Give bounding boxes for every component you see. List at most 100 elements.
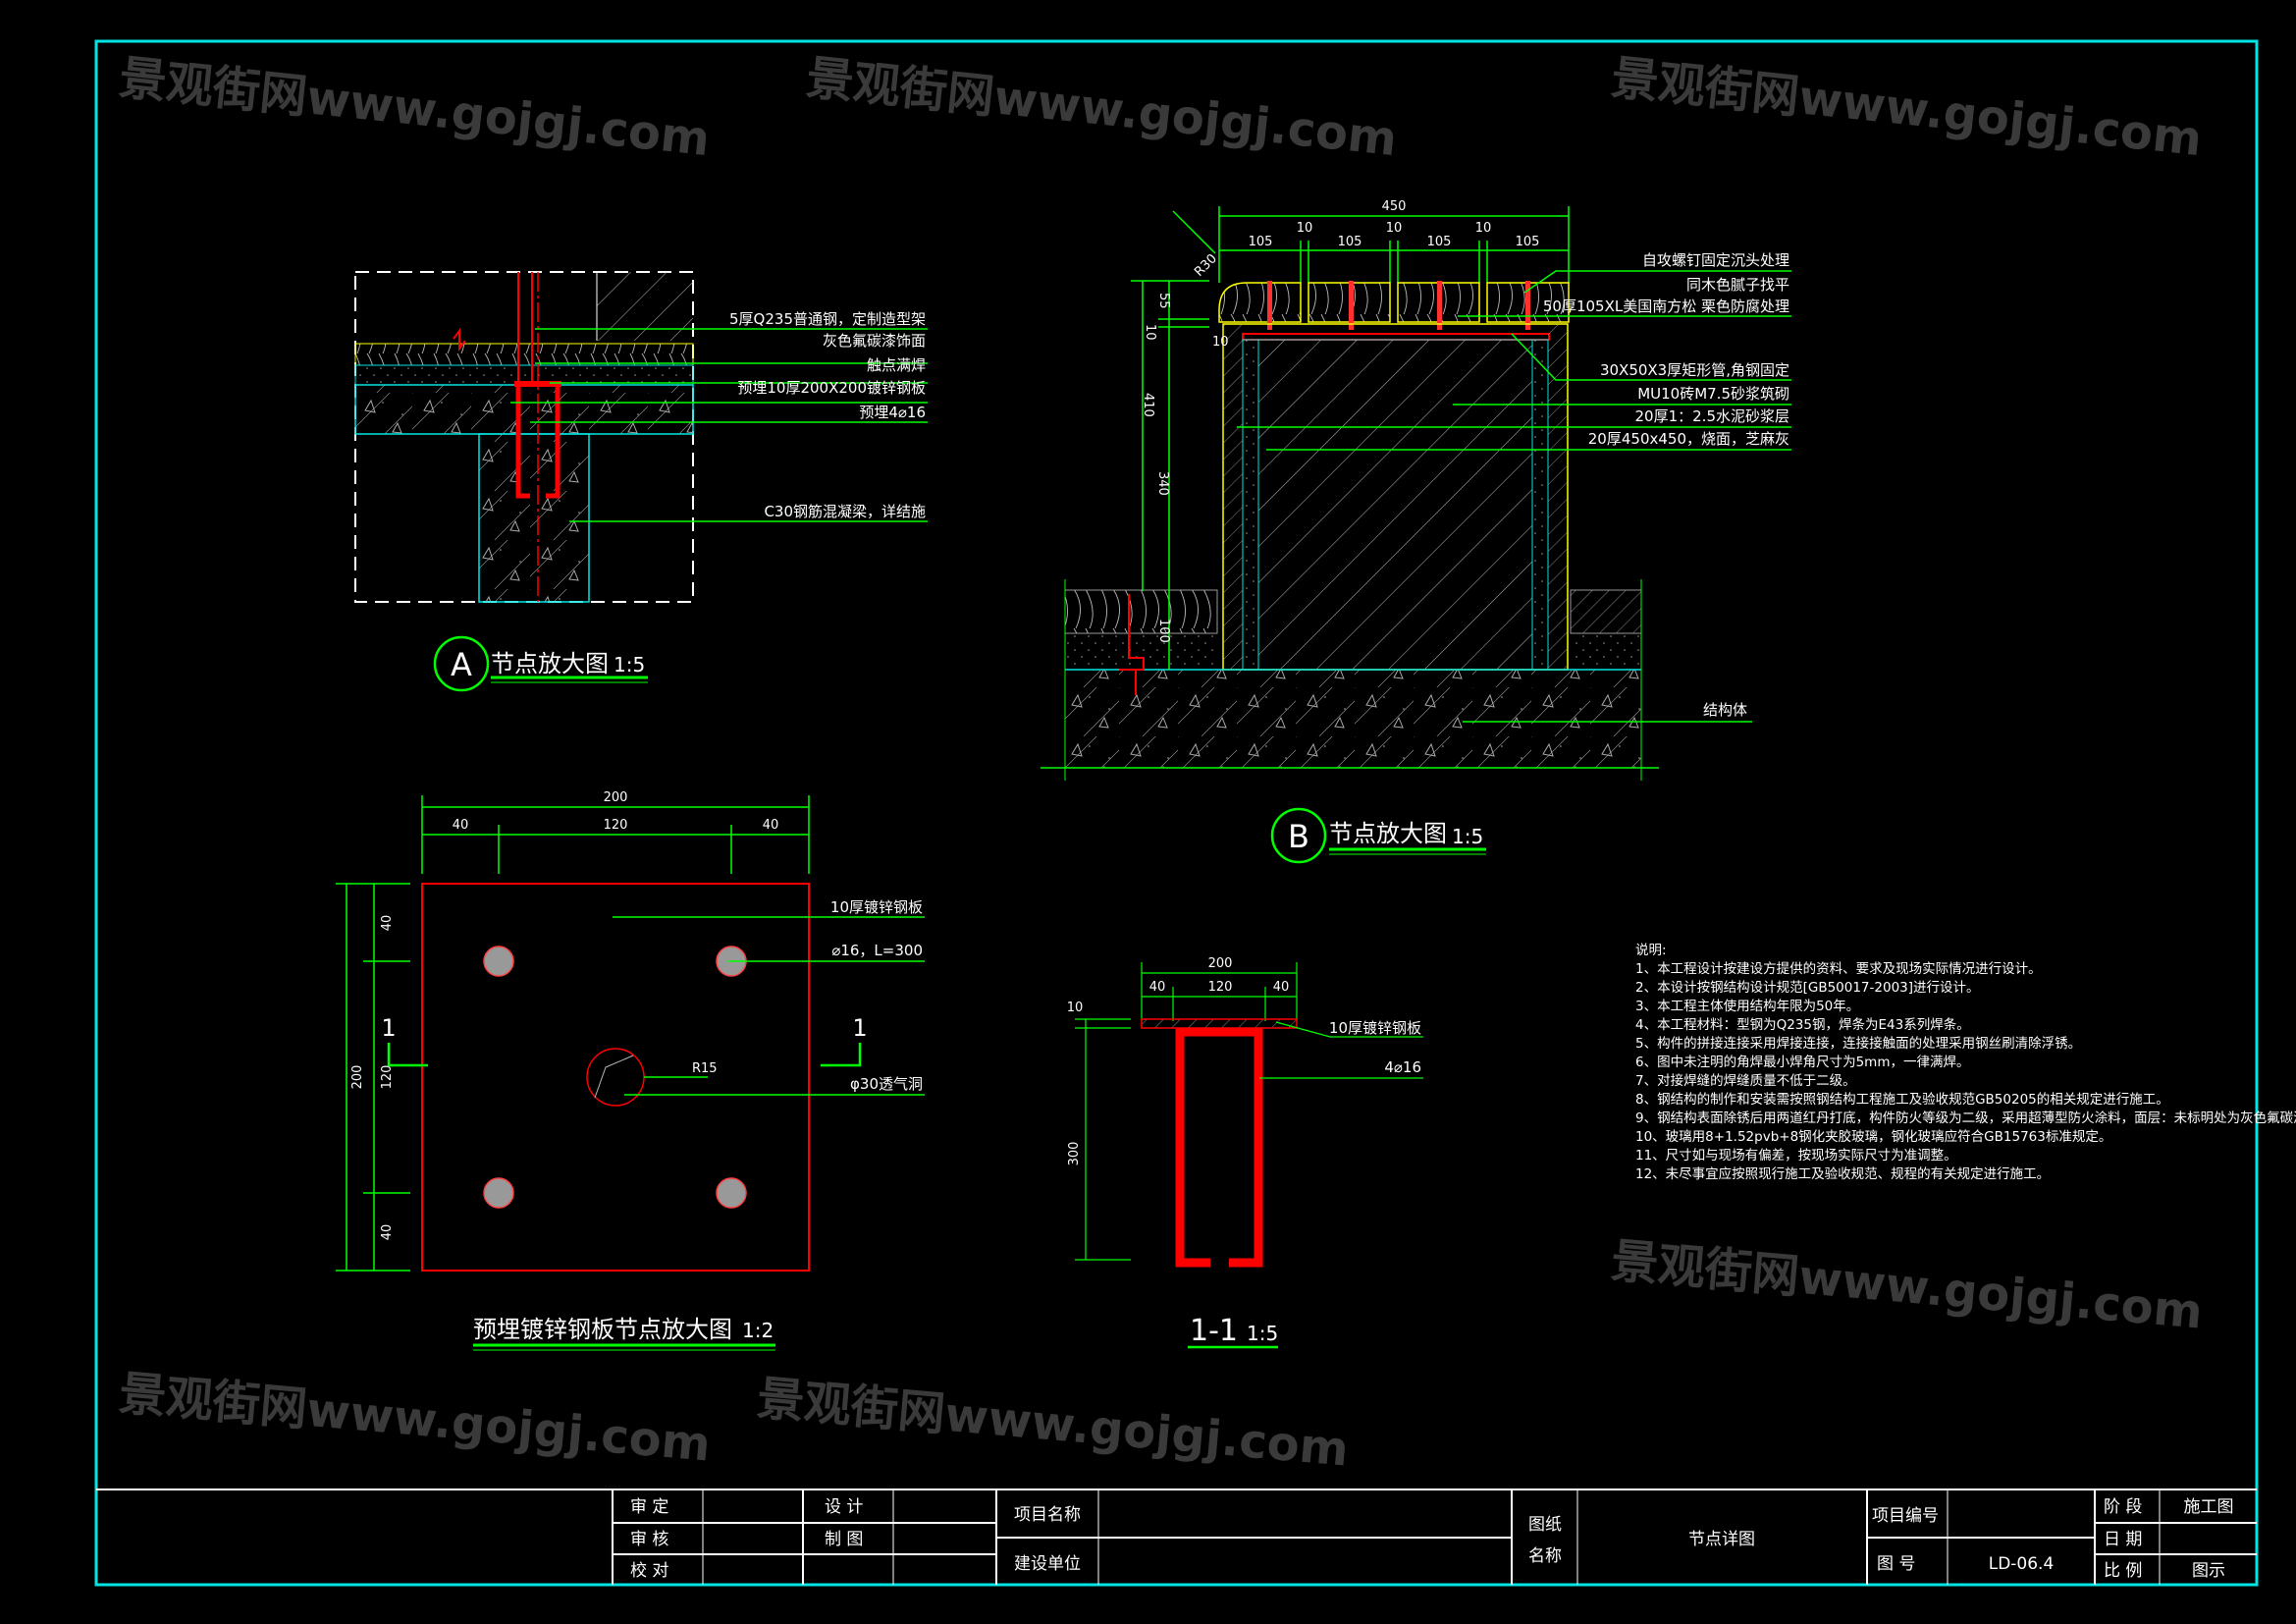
label-section-plate: 10厚镀锌钢板 (1329, 1019, 1421, 1037)
dim-section-height: 300 (1067, 1142, 1082, 1166)
dim-board: 105 (1516, 235, 1540, 249)
watermark-text: 景观街网www.gojgj.com (117, 1366, 713, 1472)
label-brick: MU10砖M7.5砂浆筑砌 (1637, 385, 1789, 403)
section-mark-left: 1 (381, 1014, 396, 1042)
note-item: 7、对接焊缝的焊缝质量不低于二级。 (1635, 1072, 1856, 1089)
note-item: 1、本工程设计按建设方提供的资料、要求及现场实际情况进行设计。 (1635, 961, 2042, 977)
detail-a-marker: A (451, 646, 472, 683)
section-scale: 1:5 (1247, 1322, 1278, 1345)
tb-date-label: 日 期 (2104, 1530, 2142, 1549)
design-notes: 说明: 1、本工程设计按建设方提供的资料、要求及现场实际情况进行设计。 2、本设… (1635, 943, 2296, 1182)
dim-total-width: 450 (1382, 199, 1407, 214)
tb-drawing-name: 节点详图 (1688, 1530, 1755, 1549)
tb-stage-label: 阶 段 (2104, 1497, 2142, 1517)
tb-design-label: 设 计 (825, 1497, 863, 1517)
tb-drawing-name-label: 名称 (1528, 1546, 1562, 1566)
dim-bottom-height: 100 (1156, 619, 1171, 643)
tb-drafting-label: 制 图 (825, 1530, 863, 1549)
label-concrete-beam: C30钢筋混凝梁，详结施 (764, 503, 926, 520)
dim-gap: 10 (1386, 221, 1403, 236)
watermark-text: 景观街网www.gojgj.com (1609, 50, 2205, 167)
rebar-hole (483, 946, 514, 977)
watermark-text: 景观街网www.gojgj.com (804, 50, 1400, 167)
dim-plate-middle: 120 (604, 818, 628, 833)
label-pine-board: 50厚105XL美国南方松 栗色防腐处理 (1543, 298, 1789, 315)
label-structure: 结构体 (1703, 701, 1747, 719)
tb-proof-label: 校 对 (630, 1561, 668, 1581)
dim-gap-right: 10 (1212, 335, 1229, 350)
dim-gap: 10 (1475, 221, 1492, 236)
dim-vent-radius: R15 (692, 1061, 718, 1076)
label-mortar: 20厚1：2.5水泥砂浆层 (1635, 407, 1790, 425)
detail-a-scale: 1:5 (614, 653, 645, 677)
notes-heading: 说明: (1635, 943, 1667, 958)
tb-drawing-name-label: 图纸 (1528, 1515, 1562, 1535)
tb-scale: 图示 (2192, 1561, 2225, 1581)
watermark-text: 景观街网www.gojgj.com (1609, 1233, 2205, 1339)
dim-radius: R30 (1192, 251, 1220, 280)
dim-board: 105 (1249, 235, 1273, 249)
note-item: 6、图中未注明的角焊最小焊角尺寸为5mm，一律满焊。 (1635, 1055, 1969, 1070)
watermark-text: 景观街网www.gojgj.com (755, 1371, 1351, 1477)
plate-detail: 200 40 120 40 200 40 120 40 1 1 (336, 790, 925, 1351)
note-item: 5、构件的拼接连接采用焊接连接，连接接触面的处理采用钢丝刷清除浮锈。 (1635, 1035, 2081, 1052)
label-screw: 自攻螺钉固定沉头处理 (1642, 251, 1789, 269)
dim-section-plate: 10 (1067, 1001, 1084, 1015)
label-vent-hole: φ30透气洞 (850, 1075, 923, 1093)
note-item: 3、本工程主体使用结构年限为50年。 (1635, 998, 1859, 1014)
watermark-text: 景观街网www.gojgj.com (117, 50, 713, 167)
rebar-hole (483, 1177, 514, 1209)
dim-section-total: 200 (1208, 956, 1233, 971)
tb-review-label: 审 定 (630, 1497, 668, 1517)
dim-plate-edge: 40 (763, 818, 779, 833)
detail-b-scale: 1:5 (1452, 825, 1483, 848)
dim-plate-middle-v: 120 (380, 1065, 395, 1090)
tb-project-name-label: 项目名称 (1014, 1505, 1081, 1525)
tb-stage: 施工图 (2184, 1497, 2234, 1517)
dim-board: 105 (1338, 235, 1362, 249)
dim-section-middle: 120 (1208, 980, 1233, 995)
detail-a: 5厚Q235普通钢，定制造型架 灰色氟碳漆饰面 触点满焊 预埋10厚200X20… (354, 271, 928, 692)
section-mark-right: 1 (852, 1014, 867, 1042)
note-item: 10、玻璃用8+1.52pvb+8钢化夹胶玻璃，钢化玻璃应符合GB15763标准… (1635, 1128, 2111, 1145)
tb-drawing-no: LD-06.4 (1989, 1554, 2055, 1574)
dim-gap: 10 (1297, 221, 1313, 236)
dim-gap-height: 10 (1143, 324, 1157, 341)
label-rect-tube: 30X50X3厚矩形管,角钢固定 (1600, 361, 1789, 379)
note-item: 9、钢结构表面除锈后用两道红丹打底，构件防火等级为二级，采用超薄型防火涂料，面层… (1635, 1110, 2296, 1126)
dim-plate-edge-v: 40 (380, 915, 395, 932)
dim-inner-height: 410 (1141, 393, 1155, 417)
tb-scale-label: 比 例 (2104, 1561, 2142, 1581)
note-item: 2、本设计按钢结构设计规范[GB50017-2003]进行设计。 (1635, 980, 1980, 996)
dim-plate-edge: 40 (453, 818, 469, 833)
detail-a-title: 节点放大图 (491, 650, 609, 677)
dim-plate-total-v: 200 (350, 1065, 365, 1090)
title-block: 审 定 审 核 校 对 设 计 制 图 项目名称 建设单位 图纸 名称 节点详图… (96, 1489, 2257, 1585)
dim-plate-edge-v: 40 (380, 1224, 395, 1241)
plate-title: 预埋镀锌钢板节点放大图 (473, 1316, 732, 1343)
tb-check-label: 审 核 (630, 1530, 668, 1549)
note-item: 4、本工程材料：型钢为Q235钢，焊条为E43系列焊条。 (1635, 1016, 1970, 1033)
sheet-frame (94, 39, 2259, 1587)
plate-scale: 1:2 (742, 1319, 774, 1342)
tb-drawing-no-label: 图 号 (1877, 1554, 1915, 1574)
section-title: 1-1 (1190, 1314, 1238, 1348)
detail-b: 450 105 105 105 105 10 10 10 (1041, 199, 1791, 864)
label-putty: 同木色腻子找平 (1686, 276, 1789, 294)
label-rebar: ⌀16，L=300 (831, 942, 923, 959)
tb-project-no-label: 项目编号 (1872, 1506, 1939, 1526)
note-item: 11、尺寸如与现场有偏差，按现场实际尺寸为准调整。 (1635, 1148, 1957, 1164)
label-stone: 20厚450x450，烧面，芝麻灰 (1588, 430, 1789, 448)
note-item: 12、未尽事宜应按照现行施工及验收规范、规程的有关规定进行施工。 (1635, 1165, 2050, 1182)
dim-outer-height: 340 (1155, 471, 1170, 496)
label-embedded-rebar: 预埋4⌀16 (859, 404, 926, 421)
label-finish: 灰色氟碳漆饰面 (823, 332, 926, 350)
label-galvanized-plate: 10厚镀锌钢板 (830, 898, 923, 916)
note-item: 8、钢结构的制作和安装需按照钢结构工程施工及验收规范GB50205的相关规定进行… (1635, 1092, 2169, 1108)
rebar-hole (716, 1177, 747, 1209)
tb-client-label: 建设单位 (1014, 1554, 1081, 1574)
dim-section-edge: 40 (1273, 980, 1290, 995)
label-custom-frame: 5厚Q235普通钢，定制造型架 (729, 310, 926, 328)
dim-top-height: 55 (1156, 293, 1171, 309)
